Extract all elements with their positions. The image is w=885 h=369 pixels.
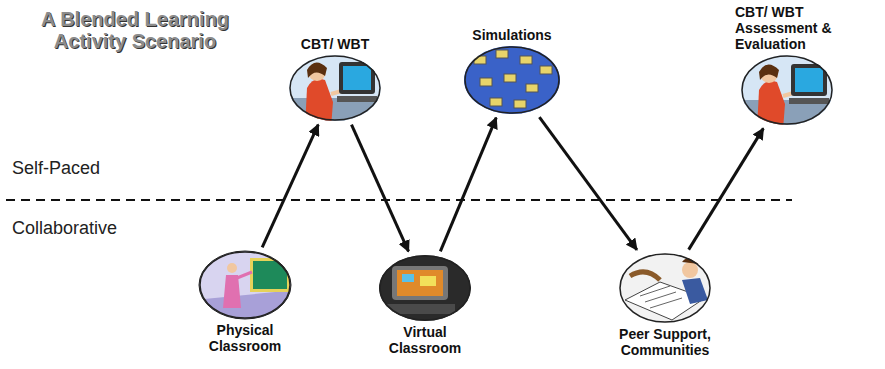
flow-arrow — [440, 118, 496, 252]
activity-node: Virtual Classroom — [370, 255, 480, 356]
activity-node: CBT/ WBT — [280, 36, 390, 121]
activity-node: Peer Support, Communities — [610, 253, 720, 358]
activity-oval — [741, 55, 833, 125]
activity-node: CBT/ WBT Assessment & Evaluation — [735, 4, 839, 125]
activity-label: Peer Support, Communities — [610, 326, 720, 358]
zone-label: Self-Paced — [12, 158, 100, 179]
activity-oval — [619, 253, 711, 323]
activity-label: CBT/ WBT Assessment & Evaluation — [735, 4, 839, 52]
activity-label: CBT/ WBT — [280, 36, 390, 52]
activity-label: Virtual Classroom — [370, 324, 480, 356]
activity-node: Physical Classroom — [190, 251, 300, 354]
flow-arrow — [262, 125, 318, 248]
divider-line — [6, 199, 792, 201]
activity-label: Physical Classroom — [190, 322, 300, 354]
classroom-picture — [195, 248, 295, 325]
diagram-title: A Blended Learning Activity Scenario — [20, 8, 250, 52]
zone-label: Collaborative — [12, 218, 117, 239]
activity-oval — [199, 251, 291, 319]
activity-oval — [379, 255, 471, 321]
activity-oval — [289, 55, 381, 121]
peer-support-picture — [615, 250, 715, 330]
activity-node: Simulations — [457, 27, 567, 114]
flow-arrow — [351, 125, 408, 252]
activity-oval — [464, 46, 560, 114]
simulation-picture — [460, 42, 565, 120]
virtual-classroom-picture — [375, 250, 475, 330]
flow-arrow — [689, 128, 764, 249]
flow-arrow — [539, 117, 637, 250]
activity-label: Simulations — [457, 27, 567, 43]
